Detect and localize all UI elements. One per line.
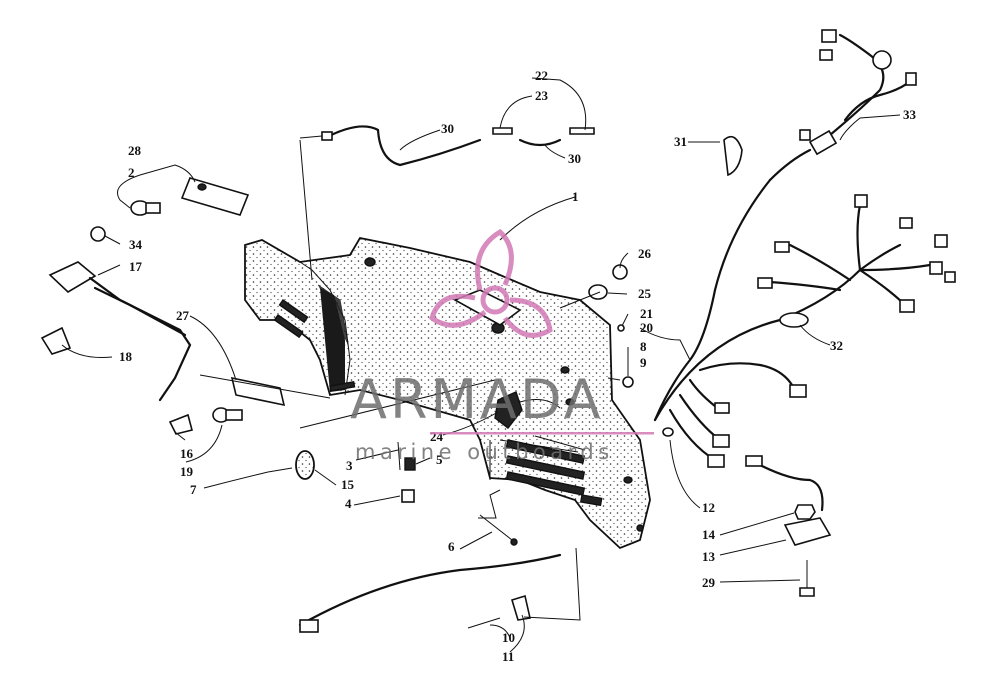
console-housing [244,236,651,550]
callout-8: 8 [640,339,647,354]
callout-20: 20 [640,320,653,335]
callout-9: 9 [640,355,647,370]
callout-26: 26 [638,246,652,261]
callout-10: 10 [502,630,515,645]
callout-12: 12 [702,500,715,515]
callout-30-lower: 30 [568,151,581,166]
callout-25: 25 [638,286,652,301]
leader-lines [61,77,901,653]
callout-34: 34 [129,237,143,252]
callout-16: 16 [180,446,194,461]
callout-17: 17 [129,259,143,274]
callout-13: 13 [702,549,716,564]
callout-2: 2 [128,165,135,180]
callout-21: 21 [640,306,653,321]
armada-watermark: ARMADA marine outboards [350,228,654,464]
watermark-divider [430,432,654,435]
callout-1: 1 [572,189,579,204]
callout-labels: 1 2 3 4 5 6 7 8 9 10 11 12 13 14 15 16 1… [119,68,917,664]
callout-33: 33 [903,107,917,122]
callout-30-upper: 30 [441,121,454,136]
small-parts [40,125,832,633]
callout-11: 11 [502,649,514,664]
callout-5: 5 [436,452,443,467]
callout-31: 31 [674,134,687,149]
callout-6: 6 [448,539,455,554]
callout-27: 27 [176,308,190,323]
propeller-logo-icon [429,228,553,338]
watermark-tagline: marine outboards [355,440,614,464]
callout-22: 22 [535,68,548,83]
callout-3: 3 [346,458,353,473]
callout-29: 29 [702,575,716,590]
callout-18: 18 [119,349,133,364]
callout-23: 23 [535,88,549,103]
callout-32: 32 [830,338,843,353]
callout-14: 14 [702,527,716,542]
callout-7: 7 [190,482,197,497]
callout-28: 28 [128,143,142,158]
callout-4: 4 [345,496,352,511]
watermark-brand: ARMADA [350,368,604,431]
wire-harness [653,29,956,512]
callout-19: 19 [180,464,194,479]
callout-15: 15 [341,477,355,492]
